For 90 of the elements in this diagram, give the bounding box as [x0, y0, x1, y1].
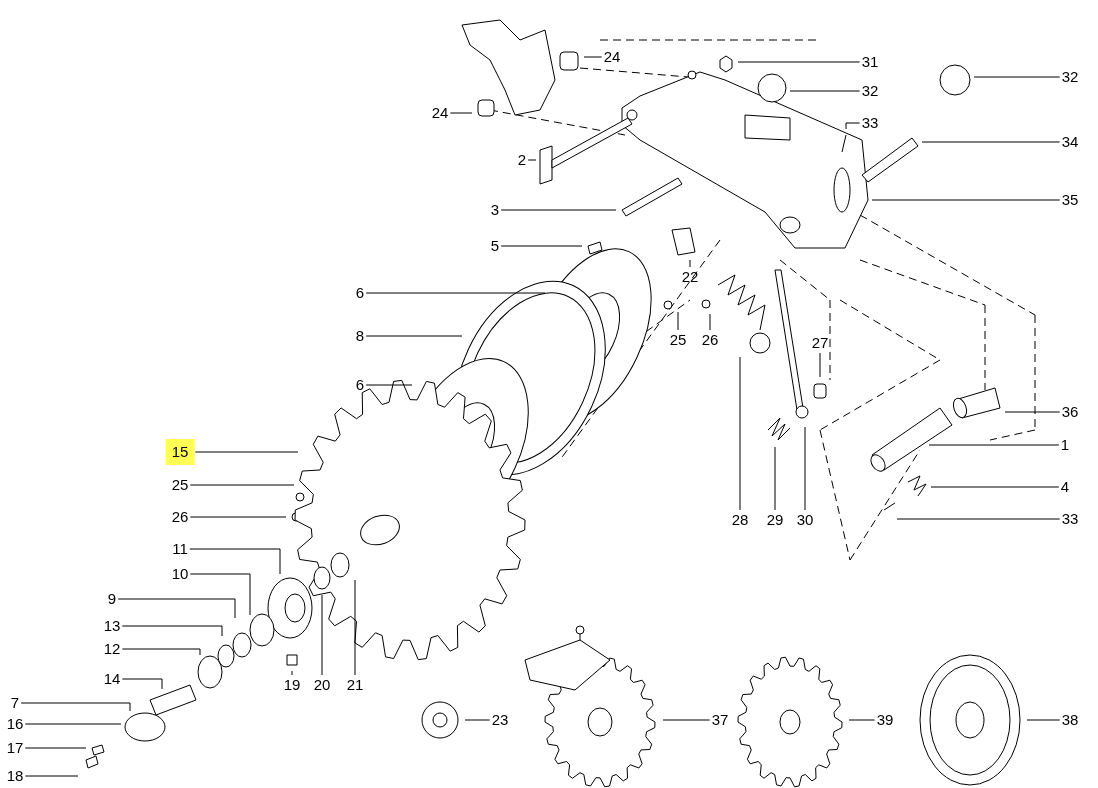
callout-number: 25 [668, 331, 688, 349]
callout-number: 8 [354, 327, 366, 345]
callout-number: 7 [9, 694, 21, 712]
leader-line [354, 579, 356, 676]
leader-line [1026, 719, 1061, 721]
callout-number: 26 [170, 508, 190, 526]
callout-number: 24 [602, 48, 622, 66]
leader-line [737, 61, 861, 63]
callout-number: 1 [1059, 436, 1071, 454]
leader-line [117, 598, 236, 619]
leader-line [189, 573, 251, 616]
callout-number: 38 [1060, 711, 1080, 729]
callout-number: 12 [102, 640, 122, 658]
callout-number: 4 [1059, 478, 1071, 496]
leader-line [819, 352, 821, 378]
callout-number: 3 [489, 201, 501, 219]
callout-number: 32 [1060, 68, 1080, 86]
leader-line [804, 426, 806, 511]
leader-line [921, 141, 1061, 143]
callout-number: 29 [765, 511, 785, 529]
leader-line [365, 335, 463, 337]
leader-line [709, 313, 711, 331]
callout-number: 11 [171, 540, 189, 558]
callout-number: 32 [860, 82, 880, 100]
leader-line [662, 719, 711, 721]
leader-line [845, 122, 861, 130]
leader-line [449, 112, 473, 114]
callout-number: 24 [430, 104, 450, 122]
callout-number: 19 [282, 676, 302, 694]
callout-number: 9 [106, 590, 118, 608]
callout-number: 31 [860, 53, 880, 71]
callout-number: 6 [354, 376, 366, 394]
leader-line [527, 159, 537, 161]
leader-line [973, 76, 1061, 78]
leader-line [20, 702, 131, 712]
leader-line [194, 451, 299, 453]
leader-line [677, 311, 679, 331]
callout-number: 33 [860, 114, 880, 132]
leader-line [464, 719, 491, 721]
leader-line [24, 723, 122, 725]
callout-number: 22 [680, 268, 700, 286]
leader-line [1004, 411, 1061, 413]
callout-number: 27 [810, 334, 830, 352]
leader-line [928, 444, 1060, 446]
callout-number: 13 [102, 617, 122, 635]
callout-number: 35 [1060, 191, 1080, 209]
callout-number: 21 [345, 676, 365, 694]
callout-number: 25 [170, 476, 190, 494]
callout-number: 28 [730, 511, 750, 529]
callout-number: 6 [354, 284, 366, 302]
callout-number: 18 [5, 767, 25, 785]
leader-line [189, 516, 287, 518]
callout-number: 2 [516, 151, 528, 169]
leader-line [848, 719, 876, 721]
leader-line [739, 356, 741, 511]
leader-line [774, 446, 776, 511]
callout-number: 16 [5, 715, 25, 733]
leader-line [24, 747, 87, 749]
leader-line [189, 484, 295, 486]
leader-line [689, 259, 691, 268]
callout-number: 10 [170, 565, 190, 583]
leader-line [121, 625, 223, 637]
leader-line [121, 648, 201, 656]
leader-line [583, 56, 603, 58]
leader-line [930, 486, 1060, 488]
leader-line [121, 678, 163, 690]
leader-line [189, 548, 281, 575]
callout-number: 26 [700, 331, 720, 349]
callout-number: 20 [312, 676, 332, 694]
callout-number: 39 [875, 711, 895, 729]
leader-line [365, 384, 413, 386]
leader-line [789, 90, 861, 92]
callout-number: 36 [1060, 403, 1080, 421]
callout-number: 15 [165, 439, 195, 465]
leader-line [896, 518, 1061, 520]
callout-number: 34 [1060, 133, 1080, 151]
leader-line [321, 594, 323, 676]
leader-line [291, 670, 293, 676]
leader-line [24, 775, 79, 777]
callout-number: 37 [710, 711, 730, 729]
callout-number: 14 [102, 670, 122, 688]
leader-line [500, 209, 617, 211]
callout-number: 30 [795, 511, 815, 529]
leader-line [871, 199, 1061, 201]
leader-line [365, 292, 546, 294]
callout-number: 23 [490, 711, 510, 729]
leader-line [500, 245, 583, 247]
callout-number: 5 [489, 237, 501, 255]
callout-number: 33 [1060, 510, 1080, 528]
callout-number: 17 [5, 739, 25, 757]
